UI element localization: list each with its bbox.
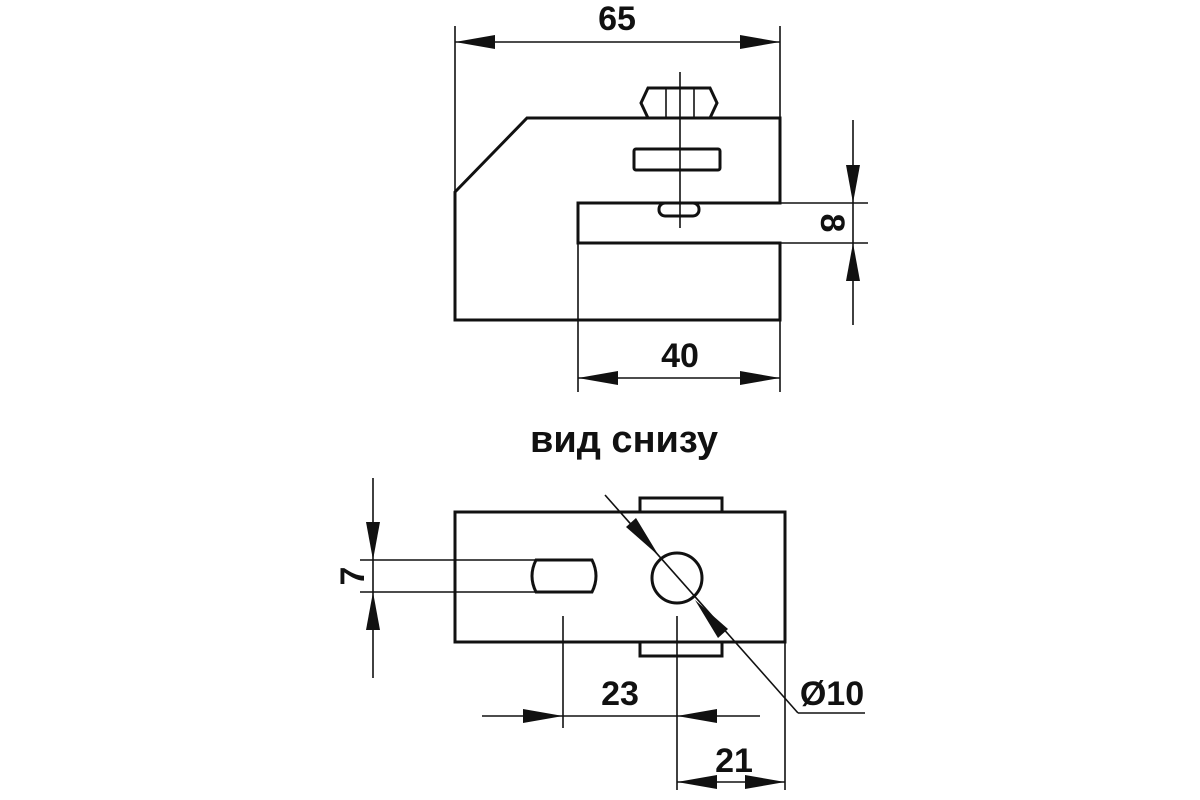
oblong-slot — [530, 558, 598, 594]
dim-label-8: 8 — [813, 214, 851, 233]
arrow — [846, 243, 860, 281]
dim-label-diameter: Ø10 — [800, 675, 864, 713]
arrow — [523, 709, 563, 723]
bracket-body-outline — [453, 116, 782, 322]
arrow — [578, 371, 618, 385]
arrow — [740, 371, 780, 385]
nut-projection-bottom — [638, 640, 724, 658]
arrow — [366, 522, 380, 560]
arrow — [626, 518, 659, 556]
hex-nut — [639, 86, 719, 120]
nut-projection-top — [638, 496, 724, 514]
dim-label-21: 21 — [715, 742, 753, 780]
arrow — [677, 709, 717, 723]
arrow — [677, 775, 717, 789]
arrow — [740, 35, 780, 49]
bottom-view: 7 23 21 Ø10 — [334, 478, 865, 790]
bolt-hole — [650, 551, 704, 605]
arrow — [846, 165, 860, 203]
dim-label-65: 65 — [598, 0, 636, 38]
body-slot — [632, 147, 722, 172]
arrow — [695, 600, 728, 638]
side-view: 65 8 40 — [453, 0, 868, 392]
arrow — [745, 775, 785, 789]
dim-label-7: 7 — [334, 567, 372, 586]
bottom-body-outline — [453, 510, 787, 644]
screw-tip — [657, 201, 701, 218]
bottom-view-caption: вид снизу — [530, 419, 718, 461]
arrow — [455, 35, 495, 49]
arrow — [366, 592, 380, 630]
dim-label-40: 40 — [661, 337, 699, 375]
dim-label-23: 23 — [601, 675, 639, 713]
